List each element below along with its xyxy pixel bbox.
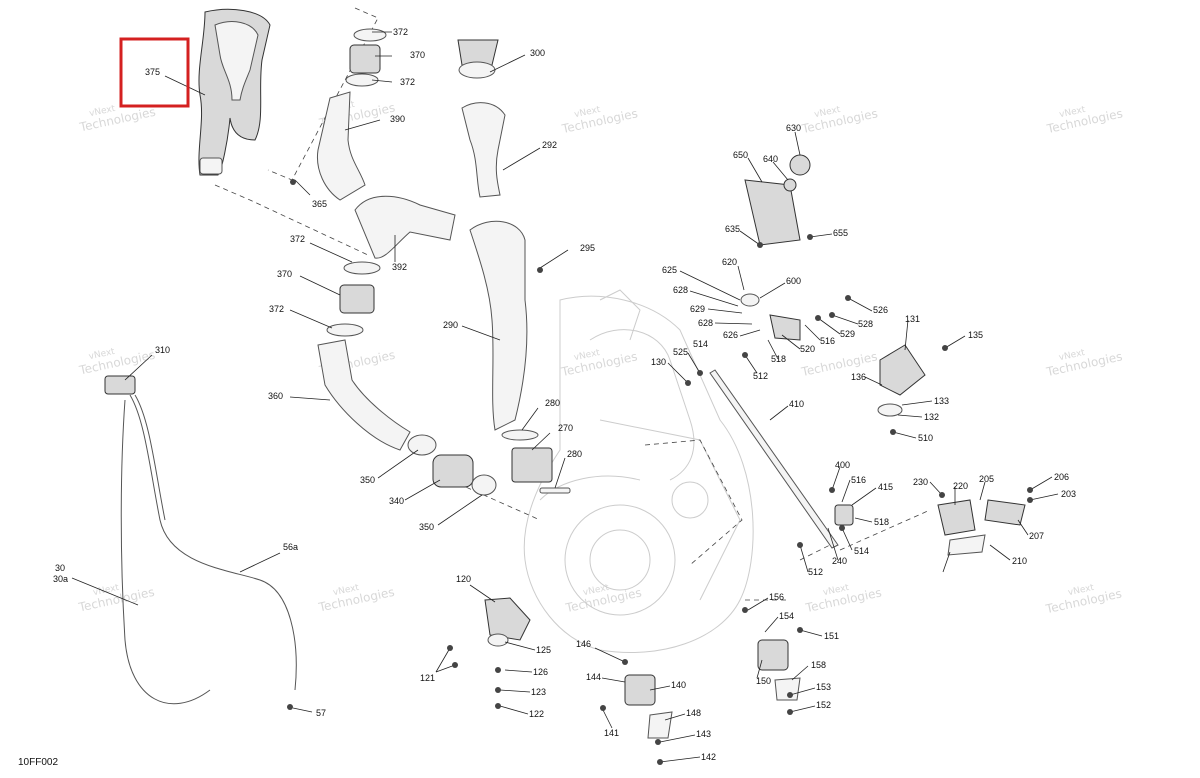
callout-372[interactable]: 372 [400, 77, 415, 87]
callout-290[interactable]: 290 [443, 320, 458, 330]
callout-628[interactable]: 628 [673, 285, 688, 295]
callout-350[interactable]: 350 [360, 475, 375, 485]
callout-392[interactable]: 392 [392, 262, 407, 272]
callout-529[interactable]: 529 [840, 329, 855, 339]
callout-121[interactable]: 121 [420, 673, 435, 683]
callout-626[interactable]: 626 [723, 330, 738, 340]
callout-620[interactable]: 620 [722, 257, 737, 267]
callout-130[interactable]: 131 [905, 314, 920, 324]
callout-146[interactable]: 146 [576, 639, 591, 649]
callout-154[interactable]: 154 [779, 611, 794, 621]
callout-125[interactable]: 125 [536, 645, 551, 655]
parts [104, 8, 1026, 739]
callout-625[interactable]: 625 [662, 265, 677, 275]
callout-516[interactable]: 516 [820, 336, 835, 346]
callout-144[interactable]: 144 [586, 672, 601, 682]
callout-122[interactable]: 122 [529, 709, 544, 719]
callout-528[interactable]: 528 [858, 319, 873, 329]
callout-142[interactable]: 142 [701, 752, 716, 762]
callout-518[interactable]: 514 [693, 339, 708, 349]
assembly-lines [214, 7, 931, 601]
callout-240[interactable]: 230 [913, 477, 928, 487]
callout-365[interactable]: 365 [312, 199, 327, 209]
callout-300[interactable]: 300 [530, 48, 545, 58]
callout-526[interactable]: 526 [873, 305, 888, 315]
callout-135[interactable]: 136 [851, 372, 866, 382]
callout-150[interactable]: 150 [756, 676, 771, 686]
callout-131[interactable]: 135 [968, 330, 983, 340]
callout-280[interactable]: 280 [545, 398, 560, 408]
callout-140[interactable]: 140 [671, 680, 686, 690]
fasteners [287, 179, 1033, 765]
callout-152[interactable]: 152 [816, 700, 831, 710]
callout-512[interactable]: 525 [673, 347, 688, 357]
callout-156[interactable]: 156 [769, 592, 784, 602]
callout-158[interactable]: 158 [811, 660, 826, 670]
callout-132[interactable]: 510 [918, 433, 933, 443]
callout-203[interactable]: 207 [1029, 531, 1044, 541]
callout-207[interactable]: 210 [1012, 556, 1027, 566]
callout-126[interactable]: 126 [533, 667, 548, 677]
callout-295[interactable]: 295 [580, 243, 595, 253]
callout-230[interactable]: 220 [953, 481, 968, 491]
callouts: 375 372 370 372 300 390 292 365 392 372 … [53, 27, 1076, 762]
callout-310[interactable]: 310 [155, 345, 170, 355]
callout-350[interactable]: 350 [419, 522, 434, 532]
callout-136[interactable]: 133 [934, 396, 949, 406]
callout-629[interactable]: 629 [690, 304, 705, 314]
highlight-box [119, 37, 190, 108]
figure-code: 10FF002 [18, 757, 58, 768]
callout-528[interactable]: 518 [771, 354, 786, 364]
callout-655[interactable]: 655 [833, 228, 848, 238]
callout-510[interactable]: 410 [789, 399, 804, 409]
callout-220[interactable]: 205 [979, 474, 994, 484]
callout-370[interactable]: 370 [410, 50, 425, 60]
callout-514[interactable]: 512 [808, 567, 823, 577]
callout-400[interactable]: 516 [851, 475, 866, 485]
callout-630[interactable]: 630 [786, 123, 801, 133]
callout-280[interactable]: 280 [567, 449, 582, 459]
callout-640[interactable]: 640 [763, 154, 778, 164]
callout-628[interactable]: 628 [698, 318, 713, 328]
callout-205[interactable]: 206 [1054, 472, 1069, 482]
callout-148[interactable]: 148 [686, 708, 701, 718]
callout-57[interactable]: 57 [316, 708, 326, 718]
engine-ghost [523, 289, 754, 654]
callout-518[interactable]: 514 [854, 546, 869, 556]
callout-151[interactable]: 151 [824, 631, 839, 641]
callout-372[interactable]: 372 [269, 304, 284, 314]
callout-141[interactable]: 141 [604, 728, 619, 738]
callout-410[interactable]: 400 [835, 460, 850, 470]
callout-270[interactable]: 270 [558, 423, 573, 433]
callout-512[interactable]: 240 [832, 556, 847, 566]
callout-370[interactable]: 370 [277, 269, 292, 279]
callout-292[interactable]: 292 [542, 140, 557, 150]
callout-415[interactable]: 518 [874, 517, 889, 527]
callout-360[interactable]: 360 [268, 391, 283, 401]
callout-650[interactable]: 650 [733, 150, 748, 160]
callout-30[interactable]: 30 [55, 563, 65, 573]
callout-520[interactable]: 520 [800, 344, 815, 354]
callout-120[interactable]: 120 [456, 574, 471, 584]
callout-390[interactable]: 390 [390, 114, 405, 124]
callout-153[interactable]: 153 [816, 682, 831, 692]
callout-516[interactable]: 415 [878, 482, 893, 492]
callout-525[interactable]: 512 [753, 371, 768, 381]
callout-133[interactable]: 132 [924, 412, 939, 422]
callout-143[interactable]: 143 [696, 729, 711, 739]
callout-340[interactable]: 340 [389, 496, 404, 506]
callout-635[interactable]: 635 [725, 224, 740, 234]
callout-123[interactable]: 123 [531, 687, 546, 697]
callout-30a[interactable]: 30a [53, 574, 68, 584]
callout-514[interactable]: 130 [651, 357, 666, 367]
callout-375[interactable]: 375 [145, 67, 160, 77]
callout-600[interactable]: 600 [786, 276, 801, 286]
callout-372[interactable]: 372 [393, 27, 408, 37]
callout-56a[interactable]: 56a [283, 542, 298, 552]
callout-372[interactable]: 372 [290, 234, 305, 244]
leader-lines [71, 31, 1059, 763]
callout-206[interactable]: 203 [1061, 489, 1076, 499]
